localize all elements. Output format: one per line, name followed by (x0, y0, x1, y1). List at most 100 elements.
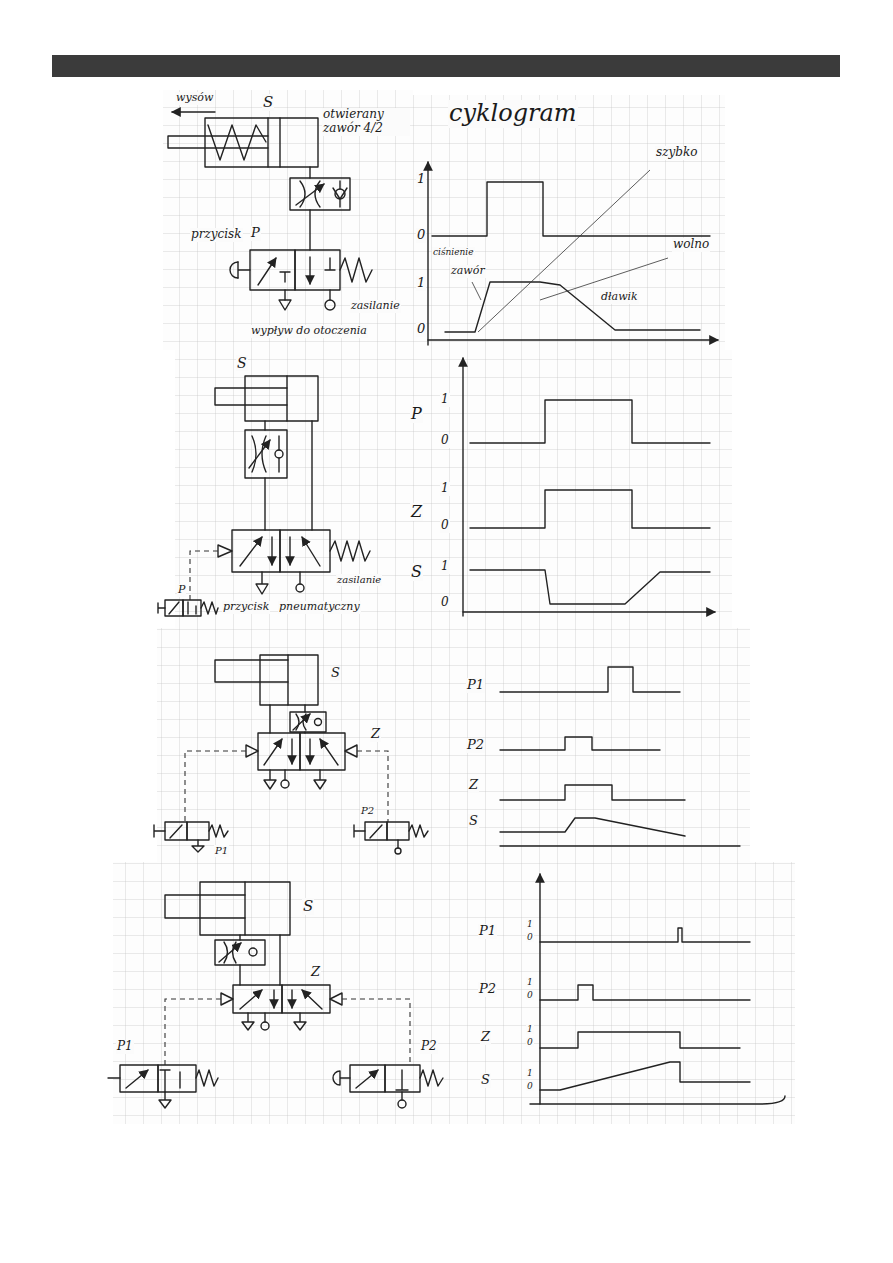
pneumatic-circuit (295, 250, 340, 290)
pneumatic-circuit (330, 541, 370, 561)
timing-chart (432, 182, 710, 236)
sketch-panel: P10Z10S10 (398, 350, 732, 628)
graph-paper (163, 90, 413, 350)
pneumatic-circuit (271, 537, 272, 565)
pneumatic-circuit (169, 602, 196, 614)
handwritten-label: P1 (466, 678, 485, 693)
pneumatic-circuit (275, 450, 283, 458)
pneumatic-circuit (108, 1077, 120, 1078)
pneumatic-circuit (168, 112, 372, 310)
pneumatic-circuit (185, 751, 246, 822)
pneumatic-circuit (218, 545, 232, 557)
pneumatic-circuit (126, 1070, 148, 1088)
pneumatic-circuit (264, 770, 276, 789)
handwritten-label: P2 (466, 738, 485, 753)
pneumatic-circuit (154, 825, 165, 837)
handwritten-label: S (480, 1073, 491, 1088)
pneumatic-circuit (215, 660, 288, 682)
pneumatic-circuit (270, 705, 305, 733)
handwritten-label: przycisk (190, 228, 243, 242)
handwritten-label: Z (370, 727, 381, 742)
pneumatic-circuit (215, 940, 265, 965)
pneumatic-circuit (246, 745, 258, 757)
pneumatic-circuit (238, 262, 250, 278)
pneumatic-circuit (273, 990, 274, 1008)
handwritten-label: 0 (526, 932, 534, 942)
pneumatic-circuit (314, 770, 326, 789)
handwritten-label: 1 (526, 1024, 534, 1034)
timing-chart (539, 874, 540, 1104)
timing-chart (540, 985, 750, 1000)
timing-chart (540, 1032, 740, 1048)
handwritten-label: P (250, 226, 261, 241)
pneumatic-circuit (299, 572, 300, 584)
pneumatic-circuit (278, 436, 279, 472)
handwritten-label: cyklogram (448, 100, 578, 128)
pneumatic-circuit (154, 655, 428, 854)
pneumatic-circuit (420, 1070, 443, 1086)
graph-paper (447, 628, 750, 862)
handwritten-label: P1 (478, 924, 497, 939)
timing-chart (500, 737, 660, 750)
pneumatic-circuit (108, 882, 443, 1108)
handwritten-label: P1 (116, 1040, 134, 1054)
sketch-panel: P1P2ZS (447, 628, 750, 862)
pneumatic-circuit (215, 388, 287, 405)
handwritten-label: 1 (526, 1068, 534, 1078)
pneumatic-circuit (325, 300, 335, 310)
handwritten-label: S (302, 898, 314, 915)
pneumatic-circuit (401, 1092, 402, 1100)
pneumatic-circuit (281, 780, 289, 788)
sketch-panel: cyklogram10ciśnienie10szybkowolnozawórdł… (413, 95, 725, 350)
header-bar (52, 55, 840, 77)
sketch-panel: wysówSotwierany zawór 4/2przyciskPzasila… (163, 90, 413, 350)
pneumatic-circuit (296, 584, 304, 592)
handwritten-label: Z (410, 503, 423, 521)
timing-chart (472, 282, 481, 300)
pneumatic-circuit (279, 300, 291, 310)
pneumatic-circuit (168, 136, 268, 148)
pneumatic-circuit (309, 739, 310, 764)
pneumatic-circuit (205, 118, 318, 167)
pneumatic-circuit (230, 262, 238, 278)
pneumatic-circuit (325, 258, 335, 270)
pneumatic-circuit (356, 1070, 378, 1088)
pneumatic-circuit (340, 258, 372, 282)
pneumatic-circuit (280, 530, 330, 572)
pneumatic-circuit (302, 537, 320, 566)
pneumatic-circuit (398, 1100, 406, 1108)
timing-chart (500, 667, 740, 846)
pneumatic-circuit (300, 733, 345, 770)
pneumatic-circuit (287, 655, 288, 705)
pneumatic-circuit (302, 990, 322, 1009)
pneumatic-circuit (170, 825, 204, 852)
timing-chart (427, 162, 428, 345)
handwritten-label: 0 (440, 434, 450, 448)
pneumatic-circuit (258, 733, 300, 770)
handwritten-label: P (410, 405, 423, 423)
timing-chart (428, 339, 718, 340)
pneumatic-circuit (387, 822, 409, 840)
pneumatic-circuit (329, 290, 330, 300)
pneumatic-circuit (282, 985, 330, 1013)
pneumatic-circuit (357, 751, 388, 822)
pneumatic-circuit (286, 376, 287, 421)
handwritten-label: P2 (360, 805, 375, 817)
handwritten-label: 0 (526, 1037, 534, 1047)
pneumatic-circuit (240, 935, 280, 985)
pneumatic-circuit (172, 111, 215, 112)
pneumatic-circuit (409, 825, 428, 837)
timing-chart (478, 170, 650, 332)
handwritten-label: 1 (416, 172, 426, 187)
handwritten-label: 1 (440, 393, 450, 407)
pneumatic-circuit (208, 125, 266, 160)
pneumatic-circuit (190, 551, 218, 600)
timing-chart (540, 1062, 750, 1090)
timing-chart (463, 358, 715, 616)
timing-chart (428, 162, 718, 345)
handwritten-label: S (236, 355, 248, 371)
graph-paper (467, 862, 795, 1124)
pneumatic-circuit (249, 948, 257, 956)
